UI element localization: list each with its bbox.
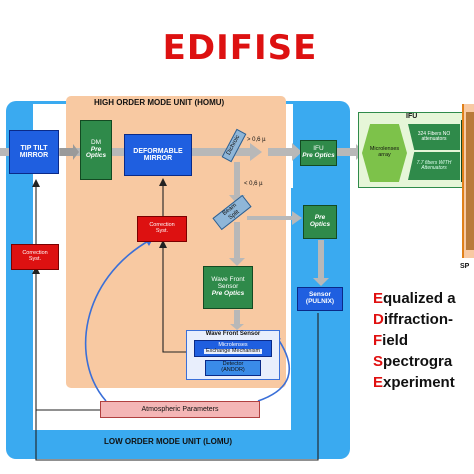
deformable-mirror: DEFORMABLE MIRROR (124, 134, 192, 176)
microlenses-line1: Microlenses (369, 146, 400, 153)
correction-lomu-line1: Correction (22, 250, 48, 257)
ifu-preoptics-line2: Pre Optics (302, 152, 335, 159)
wfs-detector-label: Detector (222, 361, 244, 368)
beam-arrow-down (229, 162, 245, 204)
gt-wavelength-label: > 0,6 µ (247, 137, 266, 143)
sensor-line2: (PULNIX) (305, 298, 335, 305)
fibers-with-line2: Attenuators (421, 165, 447, 171)
wfs-microlenses-exchange: Microlenses Exchange Mechanism (194, 340, 272, 357)
dm-preoptics-line3: Optics (85, 152, 107, 160)
wfs-detector: Detector (ANDOR) (205, 360, 261, 376)
acronym-initial-1: E (373, 290, 384, 307)
microlenses-line2: array (378, 152, 391, 158)
acronym-rest-3: ield (382, 332, 409, 349)
lomu-preoptics-line1: Pre (314, 214, 326, 222)
deformable-mirror-line2: MIRROR (143, 155, 173, 162)
fibers-with-line1: 7.7 fibers WITH (416, 159, 452, 166)
tip-tilt-line1: TIP TILT (20, 144, 48, 152)
beam-arrow-to-lomu (247, 211, 302, 225)
fibers-no-attenuators: 324 Fibers NO attenuators (408, 124, 460, 150)
beam-arrow-to-sensor (313, 240, 329, 286)
acronym-initial-2: D (373, 311, 384, 328)
acronym-initial-4: S (373, 353, 384, 370)
ifu-title: IFU (406, 113, 418, 120)
beam-arrow-to-wfs (229, 222, 245, 266)
fibers-with-attenuators: 7.7 fibers WITH Attenuators (408, 152, 460, 180)
acronym-line-5: Experiment (373, 374, 455, 391)
acronym-rest-2: iffraction- (383, 311, 454, 328)
correction-lomu-line2: Syst. (28, 256, 42, 262)
wfs-preoptics: Wave Front Sensor Pre Optics (203, 266, 253, 309)
beam-arrow-to-homu-ifu-out (337, 144, 364, 160)
correction-system-lomu: Correction Syst. (11, 244, 59, 270)
atmospheric-label: Atmospheric Parameters (141, 405, 219, 413)
correction-homu-line2: Syst. (155, 228, 169, 234)
acronym-rest-4: pectrogra (383, 353, 453, 370)
lt-wavelength-label: < 0,6 µ (244, 181, 263, 187)
wfs-preoptics-line3: Pre Optics (211, 289, 245, 297)
wfs-preoptics-line1: Wave Front (211, 276, 245, 284)
acronym-rest-1: qualized a (383, 290, 456, 307)
wfs-block-title: Wave Front Sensor (205, 331, 261, 337)
sensor-line1: Sensor (308, 291, 332, 299)
ifu-preoptics: IFU Pre Optics (300, 140, 337, 166)
acronym-initial-3: F (373, 332, 383, 349)
correction-system-homu: Correction Syst. (137, 216, 187, 242)
lomu-preoptics: Pre Optics (303, 205, 337, 239)
lomu-title: LOW ORDER MODE UNIT (LOMU) (104, 437, 232, 446)
spectrograph-label: SP (460, 263, 470, 270)
sensor-pulnix: Sensor (PULNIX) (297, 287, 343, 311)
microlenses-array: Microlenses array (362, 124, 407, 182)
correction-homu-line1: Correction (149, 222, 175, 229)
acronym-line-2: Diffraction- (373, 311, 453, 328)
beam-arrow-to-ifu (268, 143, 302, 161)
fibers-no-line1: 324 Fibers NO (417, 130, 451, 137)
beam-arrow-tt-dm (60, 144, 79, 160)
wfs-microlenses: Microlenses (218, 341, 248, 348)
beam-arrow-to-wfs-block (230, 310, 244, 330)
edifise-logo: EDIFISE (162, 28, 318, 68)
spectrograph-inner (466, 112, 474, 250)
acronym-initial-5: E (373, 374, 384, 391)
wfs-exchange: Exchange Mechanism (203, 347, 263, 355)
acronym-rest-5: xperiment (383, 374, 455, 391)
dm-preoptics-line1: DM (90, 138, 102, 146)
homu-title: HIGH ORDER MODE UNIT (HOMU) (94, 98, 225, 107)
acronym-line-1: Equalized a (373, 290, 456, 307)
ifu-preoptics-line1: IFU (313, 145, 324, 153)
wfs-detector-name: (ANDOR) (221, 367, 245, 373)
tip-tilt-line2: MIRROR (19, 152, 49, 159)
tip-tilt-mirror: TIP TILT MIRROR (9, 130, 59, 174)
atmospheric-parameters: Atmospheric Parameters (100, 401, 260, 418)
acronym-line-3: Field (373, 332, 408, 349)
fibers-no-line2: attenuators (421, 136, 447, 142)
lomu-preoptics-line2: Optics (309, 221, 331, 228)
dm-preoptics: DM Pre Optics (80, 120, 112, 180)
dm-preoptics-line2: Pre (90, 145, 102, 153)
wfs-preoptics-line2: Sensor (217, 283, 239, 291)
acronym-line-4: Spectrogra (373, 353, 452, 370)
deformable-mirror-line1: DEFORMABLE (133, 147, 183, 155)
